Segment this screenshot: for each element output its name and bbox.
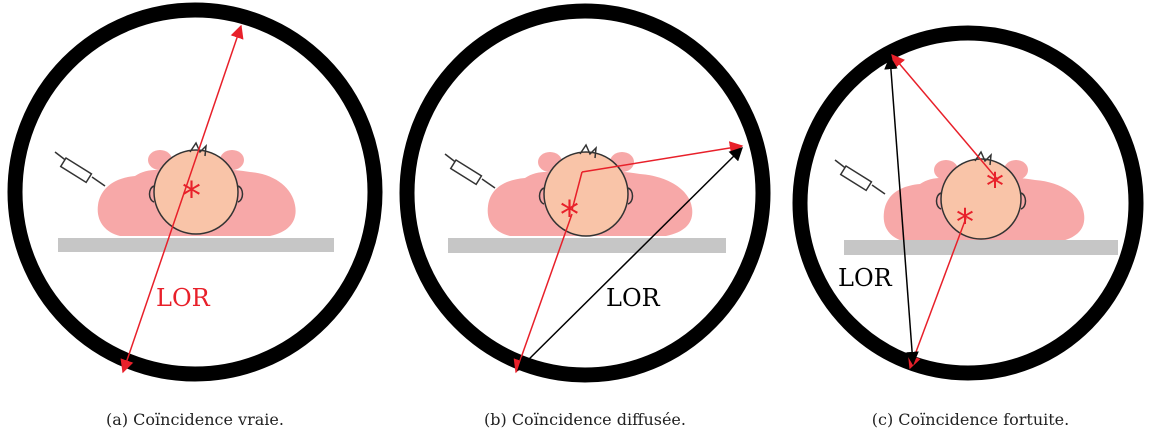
unscattered-photon xyxy=(513,213,573,374)
patient-table xyxy=(448,238,726,253)
caption-b: (b) Coïncidence diffusée. xyxy=(484,410,686,429)
detector-ring xyxy=(792,25,1144,381)
diagram-random-coincidence: * * LOR xyxy=(792,25,1144,381)
panel-random-coincidence: * * LOR (c) Coïncidence fortuite. xyxy=(780,0,1161,443)
annihilation-star: * xyxy=(986,166,1004,207)
lor-line xyxy=(120,24,244,374)
lor-label: LOR xyxy=(156,284,211,312)
patient-table xyxy=(844,240,1118,255)
syringe-icon xyxy=(834,159,886,195)
patient-ear xyxy=(1020,192,1027,210)
syringe-icon xyxy=(54,151,106,187)
diagram-true-coincidence: * LOR xyxy=(7,2,383,382)
patient-head xyxy=(543,151,629,237)
panel-scattered-coincidence: * LOR (b) Coïncidence diffusée. xyxy=(390,0,780,443)
patient-hair xyxy=(974,150,992,166)
syringe-icon xyxy=(444,153,496,189)
diagram-scattered-coincidence: * LOR xyxy=(399,3,771,383)
lor-line xyxy=(884,55,919,366)
patient-table xyxy=(58,238,334,252)
panel-true-coincidence: * LOR (a) Coïncidence vraie. xyxy=(0,0,390,443)
detector-ring xyxy=(7,2,383,382)
annihilation-star: * xyxy=(182,174,201,218)
lor-label: LOR xyxy=(606,284,661,312)
patient-head xyxy=(940,158,1022,240)
patient-ear xyxy=(935,192,942,210)
random-photon-2 xyxy=(907,217,967,370)
lor-line xyxy=(517,147,743,371)
caption-c: (c) Coïncidence fortuite. xyxy=(871,410,1070,429)
detector-ring xyxy=(399,3,771,383)
lor-label: LOR xyxy=(838,264,893,292)
annihilation-star: * xyxy=(560,193,579,237)
caption-a: (a) Coïncidence vraie. xyxy=(106,410,284,429)
